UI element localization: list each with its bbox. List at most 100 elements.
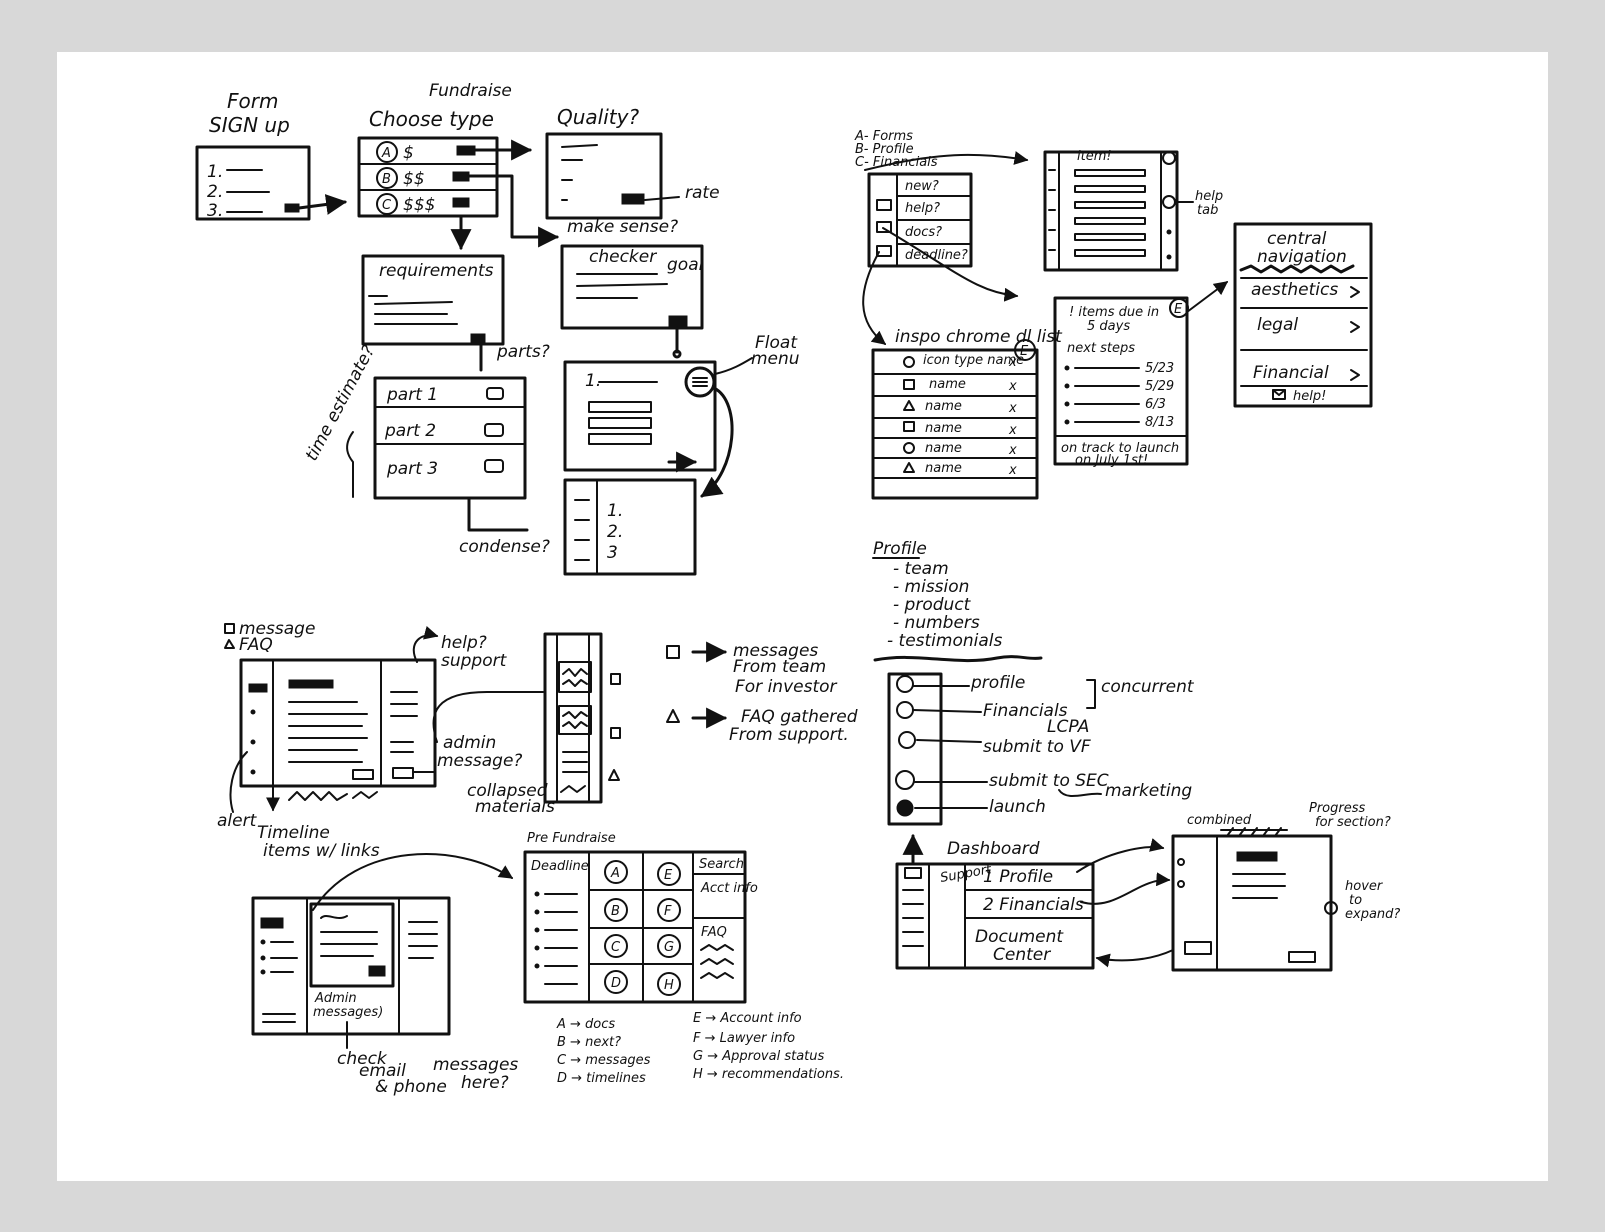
due-panel-footer-1-text: on track to launch bbox=[1061, 441, 1179, 456]
legend-left-line-2-text: FAQ bbox=[239, 635, 273, 655]
profile-list-items-4-text: - testimonials bbox=[887, 631, 1003, 651]
steps-items-2-text: submit to VF bbox=[983, 737, 1091, 757]
pre-fundraise-account-text: Acct info bbox=[700, 881, 758, 896]
checker-goal-note-text: goal bbox=[667, 255, 704, 275]
item-panel-title-text: item! bbox=[1077, 149, 1112, 164]
quality-rate-note-text: rate bbox=[685, 183, 720, 203]
pre-fundraise-legend-2-text: C → messages bbox=[557, 1053, 651, 1068]
choose-type-options-2-letter-text: C bbox=[382, 198, 392, 213]
central-nav-sketch: central navigation aesthetics legal Fina… bbox=[1233, 222, 1373, 408]
whiteboard-page: Form SIGN up 1. 2. 3. Fundraise Choose t… bbox=[57, 52, 1548, 1181]
inspo-list-tab-letter-text: E bbox=[1020, 344, 1029, 359]
steps-items-0-text: profile bbox=[970, 673, 1025, 693]
due-panel-dates-1-text: 5/29 bbox=[1145, 379, 1174, 394]
profile-list-sketch: Profile - team - mission - product - num… bbox=[872, 539, 1043, 663]
wide-panel-timeline-note-1-text: Timeline bbox=[257, 823, 330, 843]
wide-panel-help-note-1-text: help? bbox=[441, 633, 487, 653]
due-panel-dates-0-text: 5/23 bbox=[1145, 361, 1174, 376]
pre-fundraise-grid-7-text: H bbox=[664, 978, 674, 993]
central-nav-items-0-text: aesthetics bbox=[1251, 280, 1338, 300]
wide-panel-help-note-2-text: support bbox=[441, 651, 508, 671]
side-arrows-sketch: messages From team For investor FAQ gath… bbox=[666, 641, 858, 745]
central-nav-title-2-text: navigation bbox=[1257, 247, 1347, 267]
legend-left-line-1-text: message bbox=[239, 619, 315, 639]
form-signup-items-0-text: 1. bbox=[207, 162, 223, 182]
pre-fundraise-deadline-text: Deadline bbox=[531, 859, 589, 874]
pre-fundraise-legend-7-text: H → recommendations. bbox=[693, 1067, 844, 1082]
steps-items-3-text: submit to SEC bbox=[989, 771, 1109, 791]
dashboard-progress-2-text: for section? bbox=[1315, 815, 1391, 830]
side-arrows-faq-2-text: From support. bbox=[729, 725, 849, 745]
form-signup-title-1-text: Form bbox=[227, 89, 278, 113]
checker-title-text: checker bbox=[589, 247, 657, 267]
pre-fundraise-grid-2-text: B bbox=[611, 904, 620, 919]
dashboard-items-0-text: 1 Profile bbox=[983, 867, 1053, 887]
profile-list-items-0-text: - team bbox=[893, 559, 949, 579]
inspo-list-rows-2-text: name bbox=[925, 399, 962, 414]
dashboard-hover-2-text: to bbox=[1349, 893, 1362, 908]
choose-type-title-text: Choose type bbox=[369, 107, 494, 131]
profile-list-items-1-text: - mission bbox=[893, 577, 969, 597]
inspo-list-close-glyph-text: x bbox=[1008, 355, 1017, 370]
pre-fundraise-grid-3-text: F bbox=[664, 904, 672, 919]
pre-fundraise-legend-4-text: E → Account info bbox=[693, 1011, 802, 1026]
due-panel-tab-letter-text: E bbox=[1174, 302, 1183, 317]
central-nav-items-1-text: legal bbox=[1257, 315, 1298, 335]
profile-list-items-2-text: - product bbox=[893, 595, 972, 615]
pre-fundraise-legend-1-text: B → next? bbox=[557, 1035, 621, 1050]
choose-type-options-1-letter-text: B bbox=[382, 172, 391, 187]
inspo-list-close-glyph-text: x bbox=[1008, 423, 1017, 438]
menu-sketch-items-0-text: new? bbox=[905, 179, 939, 194]
admin-panel-note-6-text: messages bbox=[433, 1055, 518, 1075]
profile-list-items-3-text: - numbers bbox=[893, 613, 980, 633]
pre-fundraise-legend-3-text: D → timelines bbox=[557, 1071, 646, 1086]
due-panel-next-steps-text: next steps bbox=[1067, 341, 1135, 356]
checker-float-note-1-text: Float bbox=[755, 333, 798, 353]
wide-panel-collapsed-note-2-text: materials bbox=[475, 797, 555, 817]
requirements-sketch: requirements parts? part 1 part 2 part 3… bbox=[302, 254, 550, 557]
choose-type-options-0-letter-text: A bbox=[381, 146, 391, 161]
side-arrows-message-2-text: From team bbox=[733, 657, 826, 677]
central-nav-title-1-text: central bbox=[1267, 229, 1327, 249]
choose-type-sketch: Fundraise Choose type A B C $ $$ $$$ bbox=[357, 81, 560, 251]
admin-panel-note-3-text: check bbox=[337, 1049, 388, 1069]
checker-list-items-0-text: 1. bbox=[607, 501, 623, 521]
requirements-condense-note-text: condense? bbox=[459, 537, 550, 557]
inspo-list-close-glyph-text: x bbox=[1008, 379, 1017, 394]
wireframe-sketches: Form SIGN up 1. 2. 3. Fundraise Choose t… bbox=[195, 81, 1400, 1097]
checker-list-items-2-text: 3 bbox=[607, 543, 618, 563]
message-legend-sketch: message FAQ bbox=[224, 619, 315, 655]
wide-panel-admin-note-1-text: admin bbox=[443, 733, 496, 753]
requirements-parts-note-text: parts? bbox=[496, 342, 550, 362]
admin-panel-note-5-text: & phone bbox=[375, 1077, 447, 1097]
pre-fundraise-grid-0-text: A bbox=[610, 866, 620, 881]
item-panel-help-note-1-text: help bbox=[1195, 189, 1223, 204]
inspo-list-title-text: inspo chrome dl list bbox=[895, 327, 1063, 347]
dashboard-hover-1-text: hover bbox=[1345, 879, 1384, 894]
due-panel-dates-3-text: 8/13 bbox=[1145, 415, 1174, 430]
wide-panel-collapsed-note-1-text: collapsed bbox=[467, 781, 548, 801]
form-signup-sketch: Form SIGN up 1. 2. 3. bbox=[195, 89, 348, 221]
requirements-time-note-text: time estimate? bbox=[302, 342, 380, 464]
choose-type-options-0-price-text: $ bbox=[403, 143, 414, 163]
quality-sketch: Quality? rate make sense? bbox=[545, 105, 720, 237]
form-signup-items-2-text: 3. bbox=[207, 201, 223, 221]
dashboard-progress-1-text: Progress bbox=[1309, 801, 1366, 816]
side-arrows-message-1-text: messages bbox=[733, 641, 818, 661]
checker-sketch: checker goal 1. Float menu 1. 2. 3 bbox=[560, 244, 800, 576]
dashboard-items-3-text: Center bbox=[993, 945, 1051, 965]
steps-lcpa-note-text: LCPA bbox=[1047, 717, 1089, 737]
pre-fundraise-legend-5-text: F → Lawyer info bbox=[693, 1031, 795, 1046]
pre-fundraise-legend-6-text: G → Approval status bbox=[693, 1049, 825, 1064]
inspo-list-rows-5-text: name bbox=[925, 461, 962, 476]
admin-panel-note-7-text: here? bbox=[461, 1073, 509, 1093]
key-lines-0-text: A- Forms bbox=[854, 129, 913, 144]
wide-panel-alert-note-text: alert bbox=[217, 811, 258, 831]
due-panel-title-1-text: ! items due in bbox=[1069, 305, 1159, 320]
quality-make-sense-text: make sense? bbox=[567, 217, 678, 237]
pre-fundraise-title-text: Pre Fundraise bbox=[527, 831, 616, 846]
dashboard-title-text: Dashboard bbox=[947, 839, 1040, 859]
pre-fundraise-faq-text: FAQ bbox=[701, 925, 727, 940]
dashboard-sketch: Dashboard Support 1 Profile 2 Financials… bbox=[895, 801, 1400, 972]
requirements-parts-2-text: part 3 bbox=[386, 459, 438, 479]
